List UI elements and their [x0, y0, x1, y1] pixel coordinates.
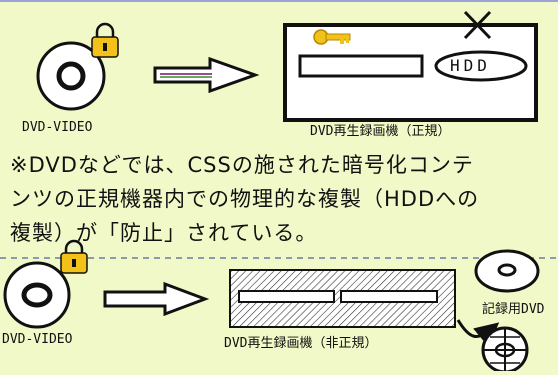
top-dvd-label: DVD-VIDEO	[22, 120, 93, 135]
key-icon	[313, 29, 351, 45]
blank-disc-label: 記録用DVD	[482, 302, 545, 317]
blank-disc-icon	[474, 249, 540, 293]
transfer-arrow-bottom	[103, 281, 210, 317]
copied-disc-icon	[481, 326, 529, 374]
hdd-label: HDD	[450, 56, 491, 75]
copy-curve-arrow	[456, 319, 500, 347]
dvd-disc-icon-bottom	[3, 261, 71, 329]
hdd-icon	[434, 50, 528, 82]
blocked-x-icon	[463, 10, 492, 40]
explanation-note: ※DVDなどでは、CSSの施された暗号化コンテ ンツの正規機器内での物理的な複製…	[10, 148, 555, 250]
note-line-2: ンツの正規機器内での物理的な複製（HDDへの	[10, 187, 480, 211]
top-recorder-label: DVD再生録画機（正規）	[310, 124, 451, 139]
lock-icon-bottom	[60, 239, 88, 274]
bottom-recorder-label: DVD再生録画機（非正規）	[224, 336, 378, 351]
transfer-arrow	[153, 56, 260, 94]
lock-icon	[91, 22, 119, 58]
note-line-1: ※DVDなどでは、CSSの施された暗号化コンテ	[10, 153, 474, 177]
dvd-disc-icon	[36, 41, 106, 111]
note-line-3: 複製）が「防止」されている。	[10, 221, 318, 245]
bottom-dvd-label: DVD-VIDEO	[2, 332, 73, 347]
illegit-recorder-icon	[229, 269, 456, 328]
